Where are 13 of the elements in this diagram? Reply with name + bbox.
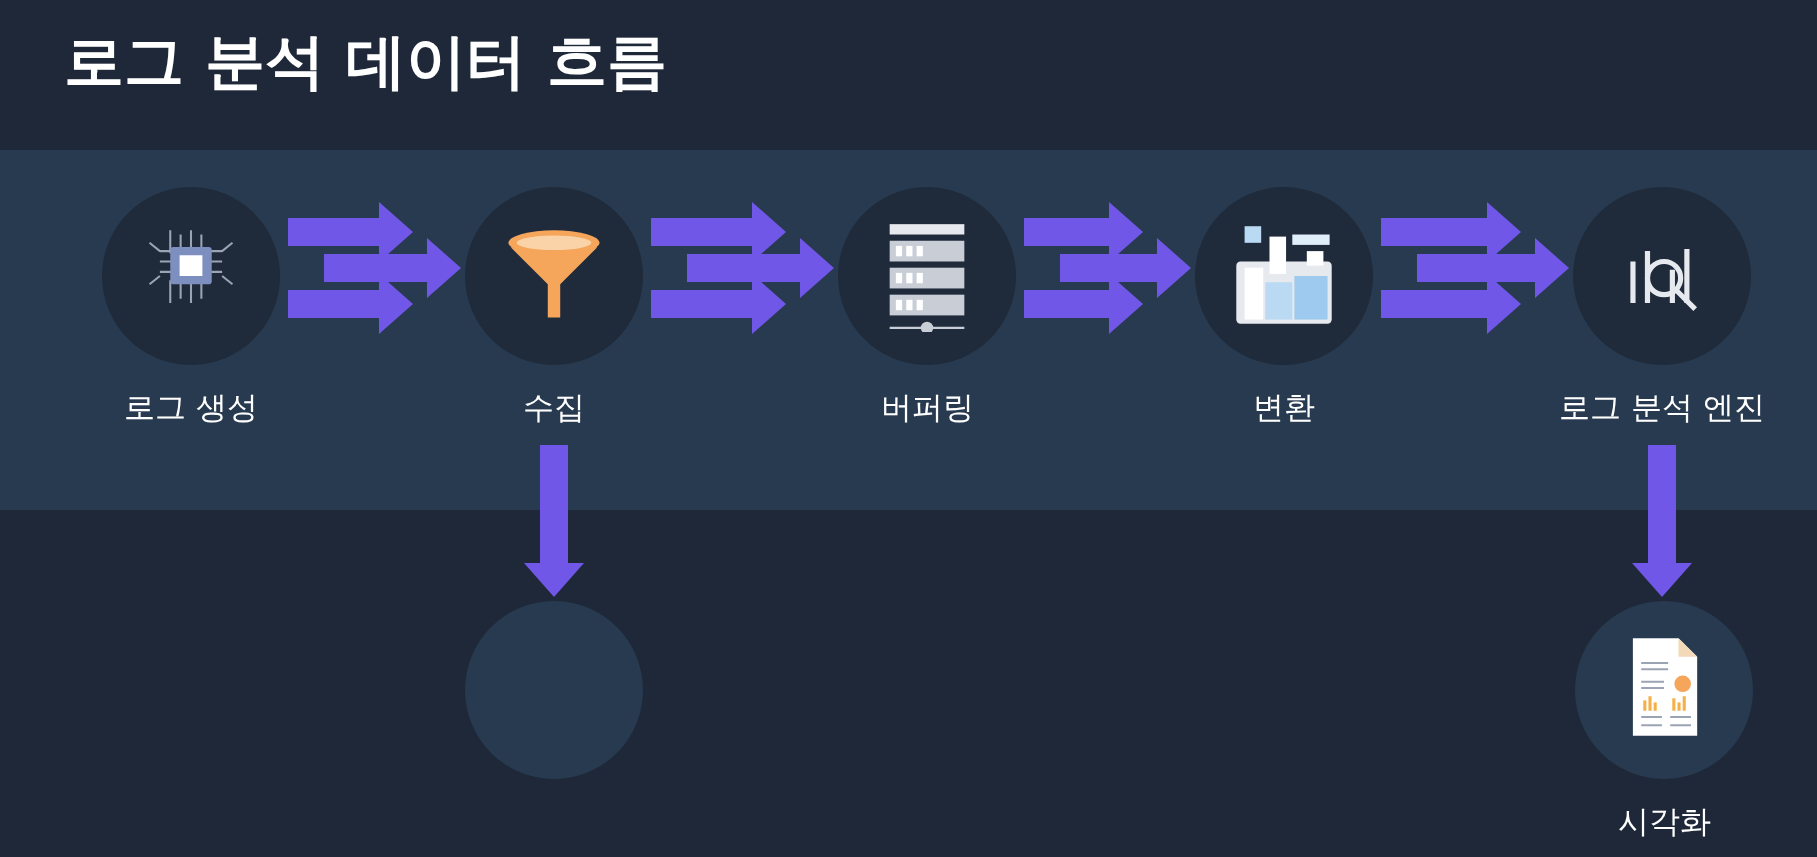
step-label: 버퍼링 [880, 388, 974, 427]
step-label: 시각화 [1617, 802, 1711, 841]
arrow [288, 202, 461, 334]
arrow [651, 202, 834, 334]
arrow [524, 445, 584, 597]
title: 로그 분석 데이터 흐름 [64, 25, 667, 98]
arrow [1632, 445, 1692, 597]
step-label: 로그 생성 [124, 388, 258, 427]
step-label: 변환 [1253, 388, 1315, 427]
step-label: 수집 [523, 388, 585, 427]
arrow [1024, 202, 1191, 334]
step-label: 로그 분석 엔진 [1559, 388, 1765, 427]
arrow [1381, 202, 1569, 334]
